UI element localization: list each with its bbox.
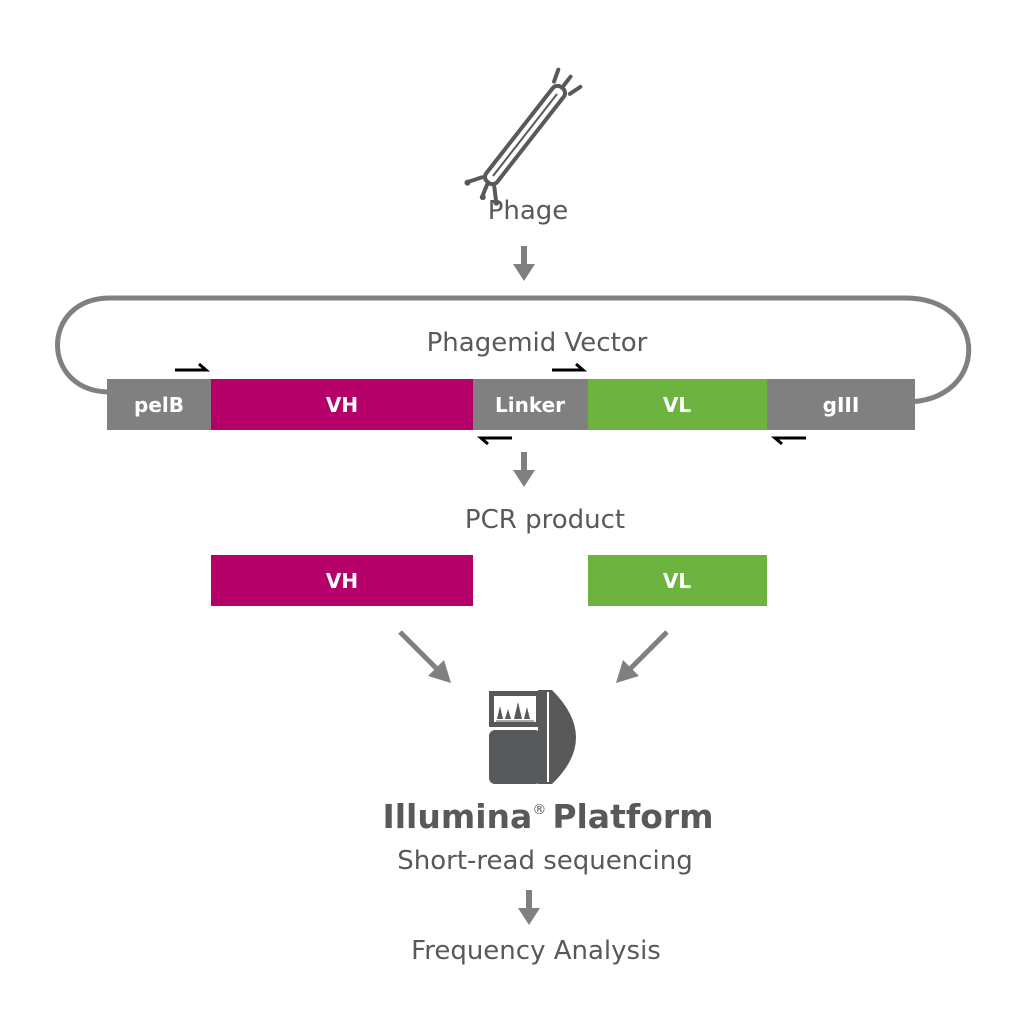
final-step-label: Frequency Analysis xyxy=(411,936,661,966)
segment-linker xyxy=(473,379,588,430)
pcr-product-vl xyxy=(588,555,767,606)
segment-vh xyxy=(211,379,473,430)
vector-segments: pelB VH Linker VL gIII xyxy=(107,379,915,430)
segment-linker-label: Linker xyxy=(495,393,565,417)
platform-title: Illumina® Platform xyxy=(382,797,713,836)
primer-arrow-icon xyxy=(552,362,588,372)
segment-giii-label: gIII xyxy=(823,393,860,417)
sequencer-icon xyxy=(489,690,576,784)
vector-title: Phagemid Vector xyxy=(427,328,648,358)
down-arrow-icon xyxy=(513,452,535,487)
segment-vl-label: VL xyxy=(663,393,691,417)
phage-label: Phage xyxy=(488,196,569,226)
registered-mark: ® xyxy=(532,802,546,818)
pcr-label: PCR product xyxy=(465,505,625,535)
vector-loop xyxy=(55,295,972,405)
platform-name-part2: Platform xyxy=(552,797,713,836)
platform-name-part1: Illumina xyxy=(382,797,532,836)
segment-pelb-label: pelB xyxy=(134,393,184,417)
primer-arrow-icon xyxy=(175,362,211,372)
pcr-product-vh xyxy=(211,555,473,606)
platform-subtitle: Short-read sequencing xyxy=(397,846,692,876)
phage-icon xyxy=(464,67,583,206)
primer-arrow-icon xyxy=(476,436,512,446)
diagonal-arrow-icon xyxy=(398,630,451,683)
diagonal-arrow-icon xyxy=(616,630,669,683)
segment-vl xyxy=(588,379,767,430)
segment-pelb xyxy=(107,379,211,430)
pcr-product-vh-label: VH xyxy=(326,569,358,593)
segment-vh-label: VH xyxy=(326,393,358,417)
down-arrow-icon xyxy=(513,246,535,281)
down-arrow-icon xyxy=(518,890,540,925)
pcr-product-vl-label: VL xyxy=(663,569,691,593)
primer-arrow-icon xyxy=(770,436,806,446)
pcr-products: VH VL xyxy=(211,555,767,606)
segment-giii xyxy=(767,379,915,430)
